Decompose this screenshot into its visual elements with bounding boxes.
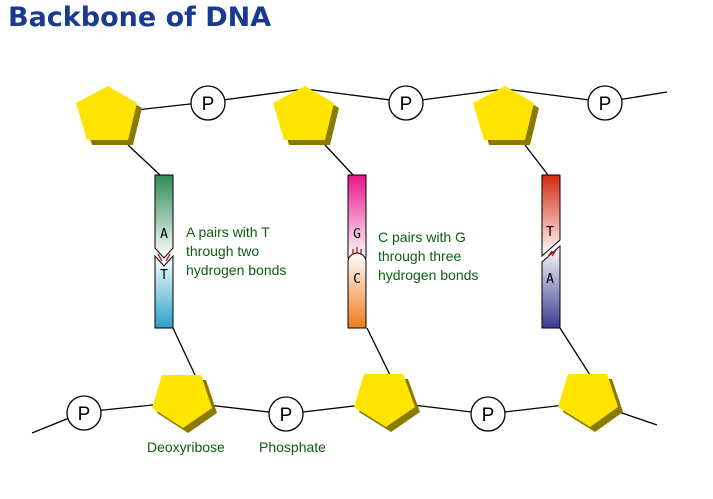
svg-text:G: G: [353, 227, 361, 242]
sugar-3: [473, 86, 539, 145]
pair-2-note: C pairs with G through three hydrogen bo…: [378, 229, 478, 283]
svg-text:P: P: [599, 94, 612, 115]
phosphate-5: P: [268, 396, 304, 432]
phosphate-3: P: [587, 85, 623, 121]
svg-text:A: A: [160, 227, 168, 242]
svg-text:A pairs with T: A pairs with T: [186, 224, 270, 240]
svg-text:C: C: [353, 272, 361, 287]
slide-title: Backbone of DNA: [8, 2, 272, 33]
svg-text:P: P: [280, 405, 293, 426]
svg-text:T: T: [546, 225, 554, 240]
svg-text:hydrogen bonds: hydrogen bonds: [186, 262, 286, 278]
svg-text:P: P: [482, 405, 495, 426]
base-a-top: [154, 174, 174, 259]
base-a-bottom: [541, 244, 561, 329]
base-t-bottom: [154, 254, 174, 329]
base-t-top: [541, 174, 561, 258]
base-g-top: [347, 174, 367, 259]
sugar-1: [76, 86, 142, 145]
phosphate-2: P: [388, 85, 424, 121]
svg-text:through two: through two: [186, 243, 259, 259]
sugar-base-links: [127, 144, 591, 376]
hydrogen-bonds-3: [352, 247, 362, 255]
base-pair-3: T A: [541, 174, 561, 329]
sugar-5: [354, 374, 420, 432]
base-pair-1: A T: [154, 174, 174, 329]
svg-text:T: T: [160, 268, 168, 283]
base-pair-2: G C: [347, 174, 367, 329]
sugar-6: [558, 374, 623, 432]
svg-text:P: P: [78, 404, 91, 425]
svg-text:through three: through three: [378, 248, 461, 264]
svg-text:A: A: [546, 272, 554, 287]
pair-1-note: A pairs with T through two hydrogen bond…: [186, 224, 286, 278]
svg-text:P: P: [202, 94, 215, 115]
phosphate-4: P: [66, 395, 102, 431]
sugar-4: [152, 375, 217, 433]
base-c-bottom: [347, 252, 367, 329]
svg-text:P: P: [400, 94, 413, 115]
phosphate-6: P: [470, 396, 506, 432]
phosphate-1: P: [190, 85, 226, 121]
svg-text:C pairs with G: C pairs with G: [378, 229, 466, 245]
svg-text:hydrogen bonds: hydrogen bonds: [378, 267, 478, 283]
deoxyribose-label: Deoxyribose: [147, 439, 225, 455]
sugar-2: [273, 86, 339, 145]
phosphate-label: Phosphate: [259, 439, 326, 455]
